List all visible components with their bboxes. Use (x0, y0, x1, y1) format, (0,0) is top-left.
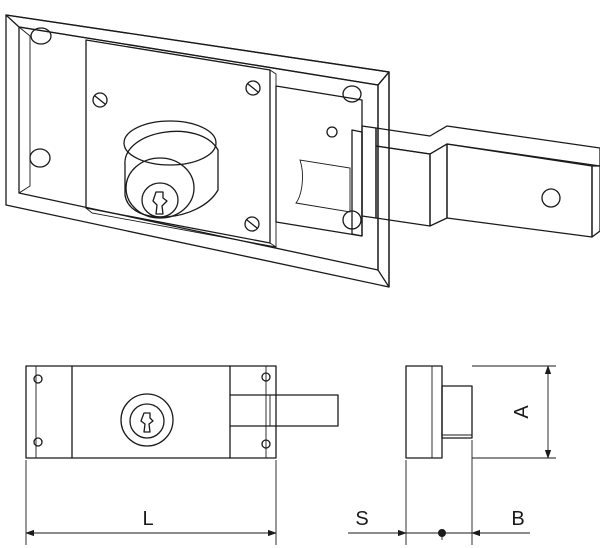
screw-bolt-housing (326, 126, 338, 138)
cover-plate-edge (269, 69, 277, 248)
central-cover-plate (85, 39, 271, 244)
side-elevation-view (405, 365, 473, 459)
key-cylinder (123, 120, 219, 219)
bolt-housing (275, 85, 363, 237)
front-bolt (229, 394, 339, 427)
dimension-label-S: S (355, 508, 368, 530)
front-case-outline (25, 365, 277, 459)
screw-bottom-right (244, 216, 260, 232)
front-cylinder (120, 393, 174, 447)
side-case-outline (405, 365, 443, 459)
isometric-lock-view (5, 14, 600, 288)
screw-top-right (245, 80, 261, 96)
mount-hole-top-left (30, 27, 52, 45)
screw-top-left (92, 92, 108, 108)
deadbolt (361, 125, 600, 238)
deadbolt-hole (541, 188, 561, 208)
case-rim-right (377, 71, 390, 288)
mount-hole-top-right (342, 85, 362, 103)
side-bolt-profile (441, 385, 473, 439)
front-hole-top-left (33, 374, 43, 384)
dimension-A: A (472, 365, 556, 459)
mount-hole-bottom-right (342, 210, 362, 230)
mount-hole-bottom-left (29, 148, 51, 168)
dimension-reference-dot (438, 529, 446, 537)
front-hole-bottom-left (33, 437, 43, 447)
case-rim-top (5, 14, 390, 86)
case-left-wall (18, 26, 31, 194)
dimension-label-B: B (511, 508, 524, 530)
front-hole-bottom-right (261, 439, 271, 449)
case-inner-tray (18, 26, 379, 271)
front-hole-top-right (261, 372, 271, 382)
dimension-S: S (348, 460, 407, 545)
front-keyhole-icon (140, 412, 154, 433)
dimension-label-A: A (511, 405, 533, 419)
keyhole-icon (152, 191, 168, 215)
dimension-B: B (406, 440, 530, 545)
front-elevation-view (25, 365, 339, 459)
dimension-L: L (25, 460, 277, 545)
dimension-label-L: L (142, 508, 153, 530)
